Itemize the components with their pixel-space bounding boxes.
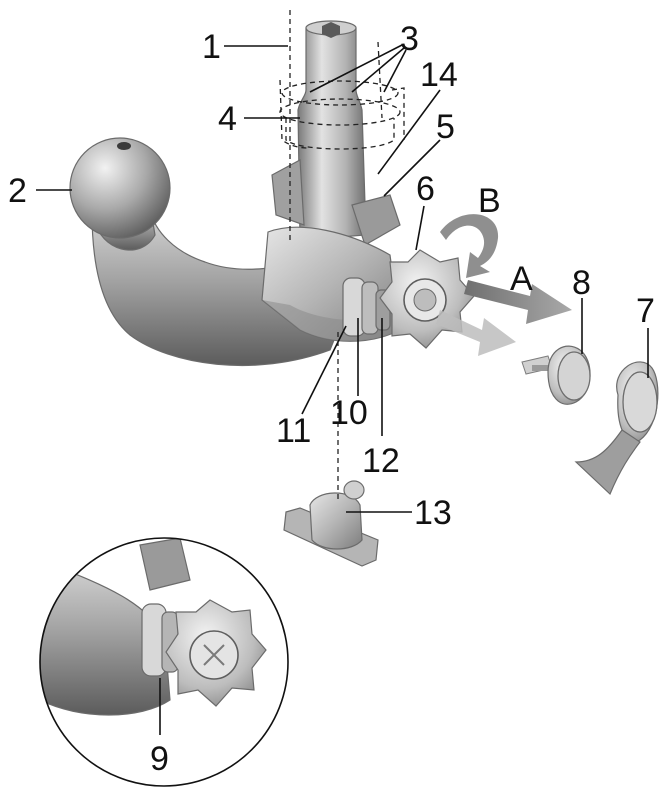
ring-outline-upper [281, 80, 399, 106]
label-5: 5 [436, 108, 455, 146]
clip-body [309, 492, 363, 550]
arrow-a [464, 280, 572, 324]
pillar-lug-right [351, 194, 401, 246]
callout-labels: 1 2 3 4 14 5 6 B A 8 7 11 10 12 13 9 [8, 20, 655, 778]
hitch-arm [91, 209, 351, 367]
arrow-b [440, 214, 499, 278]
inset-border [39, 537, 289, 787]
inset-lug [139, 538, 191, 591]
label-2: 2 [8, 172, 27, 210]
leader-3b [351, 47, 405, 93]
label-3: 3 [400, 20, 419, 58]
ring-outline-side [377, 41, 405, 140]
detail-inset [39, 537, 289, 787]
arrow-key-pull [436, 310, 516, 356]
cover-cap-7-face [622, 371, 658, 433]
motion-arrows [436, 214, 572, 356]
label-A: A [510, 260, 533, 298]
ring-outline-left [279, 79, 309, 149]
inset-knob-mark [203, 644, 225, 666]
label-9: 9 [150, 740, 169, 778]
leader-lines [36, 10, 649, 735]
label-6: 6 [416, 170, 435, 208]
label-7: 7 [636, 292, 655, 330]
leader-14 [377, 89, 441, 175]
key-bit [532, 365, 550, 371]
label-13: 13 [414, 494, 452, 532]
label-B: B [478, 182, 501, 220]
label-4: 4 [218, 100, 237, 138]
ring-outline-mid [279, 98, 401, 126]
tow-ball-hole [117, 142, 131, 150]
knob-keyhole [413, 288, 437, 312]
hitch-assembly [69, 20, 475, 367]
label-12: 12 [362, 442, 400, 480]
ring-outline-lower [285, 118, 395, 150]
clip-knob [343, 480, 365, 500]
pillar-lug-left [271, 159, 305, 226]
lock-cap-8-face [557, 351, 591, 401]
locking-clip-13 [283, 480, 379, 567]
leader-5 [383, 139, 441, 197]
pillar-hex [322, 22, 340, 38]
label-8: 8 [572, 264, 591, 302]
label-11: 11 [276, 412, 311, 450]
label-14: 14 [420, 56, 458, 94]
cover-cap-7-tab [574, 429, 641, 496]
leader-3c [383, 49, 407, 93]
tow-ball [69, 137, 171, 239]
leader-3a [309, 44, 403, 93]
label-1: 1 [202, 28, 221, 66]
label-10: 10 [330, 394, 368, 432]
leader-11 [301, 325, 347, 415]
key-and-covers [521, 345, 659, 496]
leader-6 [415, 205, 425, 251]
